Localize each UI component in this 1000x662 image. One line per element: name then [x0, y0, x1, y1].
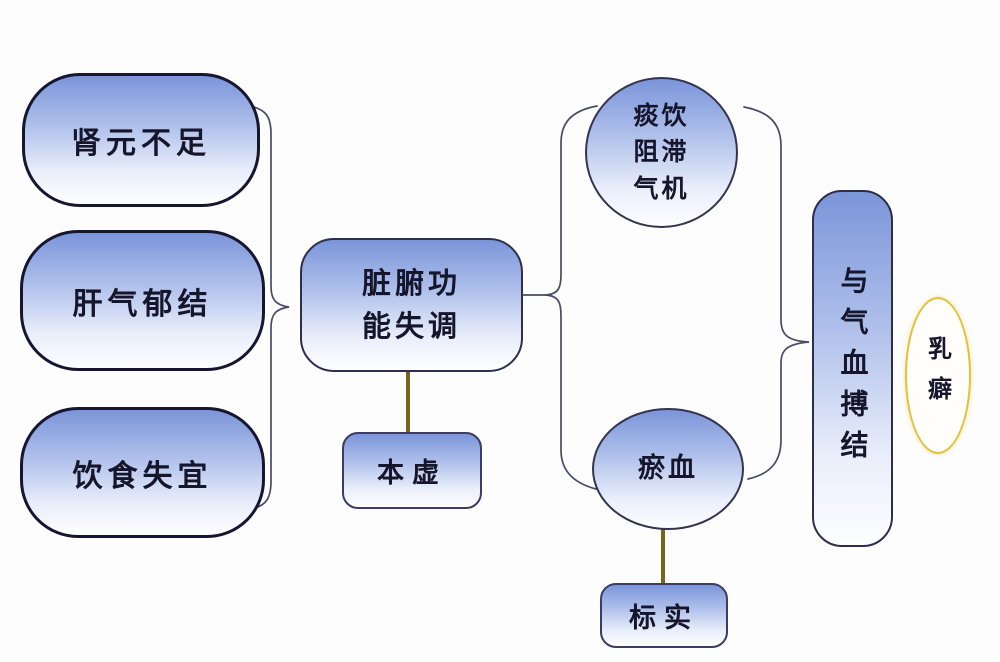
phlegm-qi-label: 痰饮 阻滞 气机 [633, 101, 690, 203]
blood-stasis-circle-node: 瘀血 [592, 408, 744, 530]
cause-node-diet: 饮食失宜 [20, 407, 265, 538]
cause-label: 饮食失宜 [72, 458, 213, 494]
cause-node-liver-qi: 肝气郁结 [20, 230, 265, 371]
binding-qi-blood-label: 与气血搏结 [836, 266, 870, 471]
blood-stasis-label: 瘀血 [638, 453, 698, 485]
cause-label: 肾元不足 [71, 126, 211, 161]
root-deficiency-node: 本虚 [342, 432, 482, 509]
outcome-label: 乳癖 [923, 335, 953, 416]
mechanism-label: 脏腑功 能失调 [361, 265, 461, 344]
mechanism-node-organ-dysfunction: 脏腑功 能失调 [300, 238, 523, 372]
branch-excess-node: 标实 [600, 583, 728, 648]
phlegm-qi-circle-node: 痰饮 阻滞 气机 [585, 77, 738, 228]
cause-node-kidney: 肾元不足 [22, 73, 260, 207]
binding-qi-blood-node: 与气血搏结 [812, 190, 893, 547]
root-deficiency-label: 本虚 [377, 458, 447, 489]
cause-label: 肝气郁结 [72, 286, 213, 322]
brace-pathogens-to-binding [743, 106, 810, 480]
branch-to-stasis [545, 294, 597, 490]
outcome-node-breast-lump: 乳癖 [905, 297, 971, 454]
branch-excess-label: 标实 [629, 603, 699, 634]
